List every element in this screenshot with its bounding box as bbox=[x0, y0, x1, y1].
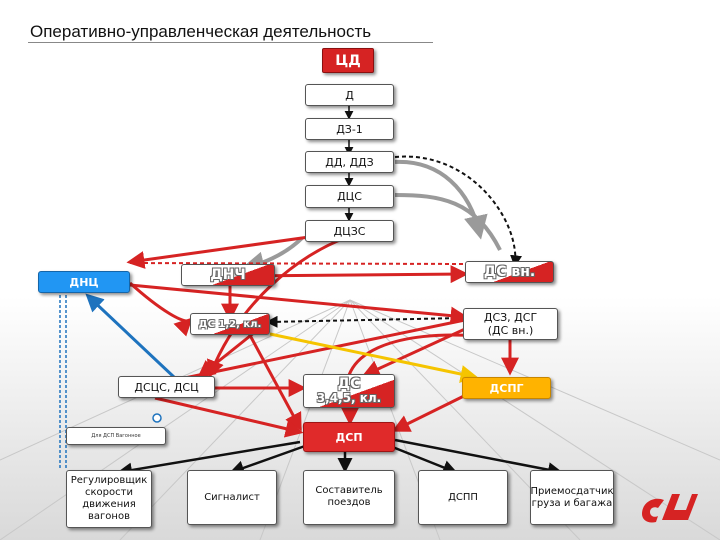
node-dsp-small: Для ДСП Вагонное bbox=[66, 427, 166, 445]
node-dscs: ДСЦС, ДСЦ bbox=[118, 376, 215, 398]
node-d-label: Д bbox=[345, 88, 354, 102]
node-sostav-label: Составитель поездов bbox=[315, 485, 383, 508]
node-ds345-sublabel: 3,4,5, кл. bbox=[316, 391, 382, 405]
node-signal-label: Сигналист bbox=[204, 491, 260, 503]
node-dsp-small-label: Для ДСП Вагонное bbox=[91, 433, 141, 439]
node-dspp-label: ДСПП bbox=[448, 491, 478, 503]
node-ds-vn: ДС вн. bbox=[465, 261, 554, 283]
node-dnc-label: ДНЦ bbox=[69, 275, 99, 289]
node-ds12: ДС 1,2, кл. bbox=[190, 313, 270, 335]
node-dspg: ДСПГ bbox=[462, 377, 551, 399]
node-dspg-label: ДСПГ bbox=[489, 381, 524, 395]
node-dscs-label: ДСЦС, ДСЦ bbox=[134, 380, 199, 394]
node-dz1: ДЗ-1 bbox=[305, 118, 394, 140]
node-d: Д bbox=[305, 84, 394, 106]
node-priem-label: Приемосдатчик груза и багажа bbox=[530, 485, 614, 509]
node-dnc: ДНЦ bbox=[38, 271, 130, 293]
node-signal: Сигналист bbox=[187, 470, 277, 525]
page-title: Оперативно-управленческая деятельность bbox=[30, 22, 372, 41]
node-dczs-label: ДЦЗС bbox=[333, 224, 366, 238]
node-regul: Регулировщик скорости движения вагонов bbox=[66, 470, 152, 528]
node-dnch-label: ДНЧ bbox=[210, 267, 246, 283]
node-dcs-label: ДЦС bbox=[337, 190, 362, 203]
rzd-logo-icon bbox=[642, 494, 698, 523]
node-dd: ДД, ДДЗ bbox=[305, 151, 394, 173]
node-priem: Приемосдатчик груза и багажа bbox=[530, 470, 614, 525]
node-dczs: ДЦЗС bbox=[305, 220, 394, 242]
node-cd-label: ЦД bbox=[335, 52, 361, 69]
node-dsz-label: ДСЗ, ДСГ bbox=[483, 311, 538, 324]
node-dsp: ДСП bbox=[303, 422, 395, 452]
node-sostav: Составитель поездов bbox=[303, 470, 395, 525]
node-regul-label: Регулировщик скорости движения вагонов bbox=[70, 475, 148, 522]
node-ds12-label: ДС 1,2, кл. bbox=[198, 318, 262, 330]
node-ds345: ДС 3,4,5, кл. bbox=[303, 374, 395, 408]
node-ds345-label: ДС bbox=[337, 376, 361, 392]
node-dsz: ДСЗ, ДСГ (ДС вн.) bbox=[463, 308, 558, 340]
title-underline bbox=[28, 42, 433, 43]
node-dspp: ДСПП bbox=[418, 470, 508, 525]
node-dsz-sublabel: (ДС вн.) bbox=[487, 324, 534, 337]
node-dd-label: ДД, ДДЗ bbox=[325, 155, 374, 169]
node-dsp-label: ДСП bbox=[335, 430, 363, 444]
node-cd: ЦД bbox=[322, 48, 374, 73]
node-dcs: ДЦС bbox=[305, 185, 394, 208]
node-ds-vn-label: ДС вн. bbox=[483, 264, 536, 280]
node-dnch: ДНЧ bbox=[181, 264, 275, 286]
node-dz1-label: ДЗ-1 bbox=[336, 122, 363, 136]
